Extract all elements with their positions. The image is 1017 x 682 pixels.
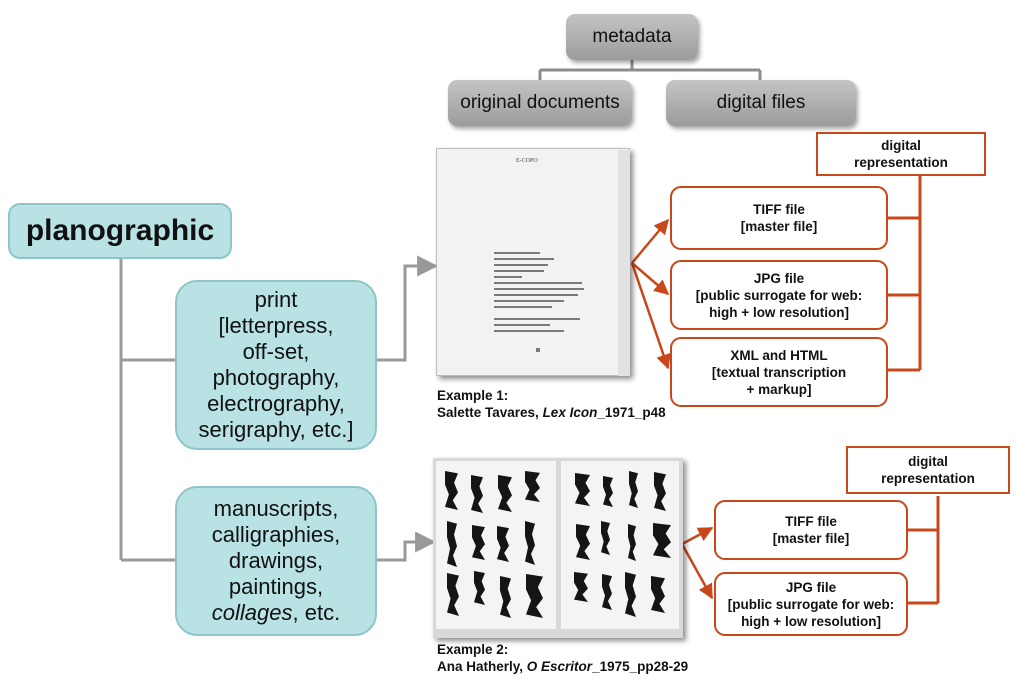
example1-tiff-file-box: TIFF file [master file] — [670, 186, 888, 250]
book-glyph — [474, 571, 485, 605]
example1-citation: Salette Tavares, Lex Icon_1971_p48 — [437, 404, 666, 421]
file-label-line: [master file] — [740, 219, 818, 234]
example1-page-image: E-COPO — [436, 148, 630, 376]
book-glyph — [447, 521, 457, 567]
file-label-line: high + low resolution] — [709, 304, 849, 320]
example1-digital-representation: digital representation — [816, 132, 986, 176]
example1-page-heading: E-COPO — [516, 158, 538, 164]
original-documents-box: original documents — [448, 80, 632, 126]
example2-author: Ana Hatherly, — [437, 659, 527, 674]
book-glyph — [500, 576, 511, 618]
example2-red-arrows — [680, 526, 714, 600]
example1-label: Example 1: — [437, 388, 509, 403]
example2-citation: Ana Hatherly, O Escritor_1975_pp28-29 — [437, 658, 688, 675]
representation-label-line: representation — [881, 471, 975, 486]
example2-label: Example 2: — [437, 642, 509, 657]
example2-bracket — [908, 496, 940, 605]
planographic-title: planographic — [25, 214, 215, 247]
file-label-line: JPG file — [785, 579, 837, 595]
print-line: off-set, — [242, 339, 310, 364]
example1-page-edge — [618, 150, 630, 376]
print-line: serigraphy, etc.] — [198, 417, 354, 442]
example2-suffix: _1975_pp28-29 — [592, 659, 689, 674]
print-line: photography, — [212, 365, 340, 390]
etc-suffix: , etc. — [292, 600, 341, 625]
example1-caption: Example 1: Salette Tavares, Lex Icon_197… — [437, 387, 666, 421]
example2-book-image — [433, 458, 683, 638]
manuscripts-last-line: collages, etc. — [212, 600, 340, 626]
file-label-line: + markup] — [746, 381, 812, 397]
example1-xml-html-box: XML and HTML [textual transcription + ma… — [670, 337, 888, 407]
file-label-line: [public surrogate for web: — [695, 287, 863, 303]
collages-word: collages — [211, 600, 293, 625]
file-label-line: high + low resolution] — [741, 613, 881, 629]
file-label-line: [textual transcription — [711, 364, 847, 380]
file-label-line: [master file] — [772, 531, 850, 546]
book-glyph — [629, 471, 638, 508]
example1-red-arrows — [630, 218, 671, 370]
example2-caption: Example 2: Ana Hatherly, O Escritor_1975… — [437, 641, 688, 675]
print-line: electrography, — [207, 391, 345, 416]
manuscripts-box: manuscripts, calligraphies, drawings, pa… — [175, 486, 377, 636]
file-label-line: TIFF file — [753, 202, 805, 217]
print-line: print — [254, 287, 298, 312]
metadata-box: metadata — [566, 14, 698, 60]
example2-title: O Escritor — [526, 659, 593, 674]
example2-jpg-file-box: JPG file [public surrogate for web: high… — [714, 572, 908, 636]
example2-tiff-file-box: TIFF file [master file] — [714, 500, 908, 560]
book-glyph — [625, 572, 636, 617]
print-line: [letterpress, — [218, 313, 334, 338]
book-glyph — [628, 524, 636, 561]
representation-label-line: digital — [881, 138, 921, 153]
example1-title: Lex Icon — [542, 405, 598, 420]
book-glyph — [601, 521, 610, 555]
example1-bracket — [888, 176, 922, 372]
manuscripts-line: manuscripts, — [213, 496, 339, 521]
manuscripts-line: drawings, — [228, 548, 324, 573]
example2-digital-representation: digital representation — [846, 446, 1010, 494]
metadata-tree-lines — [538, 60, 762, 80]
planographic-box: planographic — [8, 203, 232, 259]
original-documents-label: original documents — [460, 92, 620, 113]
file-label-line: JPG file — [753, 270, 805, 286]
print-box: print [letterpress, off-set, photography… — [175, 280, 377, 450]
file-label-line: TIFF file — [785, 514, 837, 529]
planographic-tree-lines — [119, 255, 175, 562]
digital-files-label: digital files — [716, 92, 806, 113]
metadata-label: metadata — [592, 26, 672, 47]
example1-author: Salette Tavares, — [437, 405, 543, 420]
digital-files-box: digital files — [666, 80, 856, 126]
example1-jpg-file-box: JPG file [public surrogate for web: high… — [670, 260, 888, 330]
example-arrows — [375, 255, 439, 562]
manuscripts-line: calligraphies, — [211, 522, 341, 547]
file-label-line: [public surrogate for web: — [727, 596, 895, 612]
representation-label-line: digital — [908, 454, 948, 469]
example1-suffix: _1971_p48 — [597, 405, 666, 420]
file-label-line: XML and HTML — [730, 347, 828, 363]
book-glyph — [525, 521, 535, 565]
book-glyph — [603, 476, 613, 507]
manuscripts-line: paintings, — [228, 574, 324, 599]
book-glyph — [602, 574, 612, 610]
representation-label-line: representation — [854, 155, 948, 170]
